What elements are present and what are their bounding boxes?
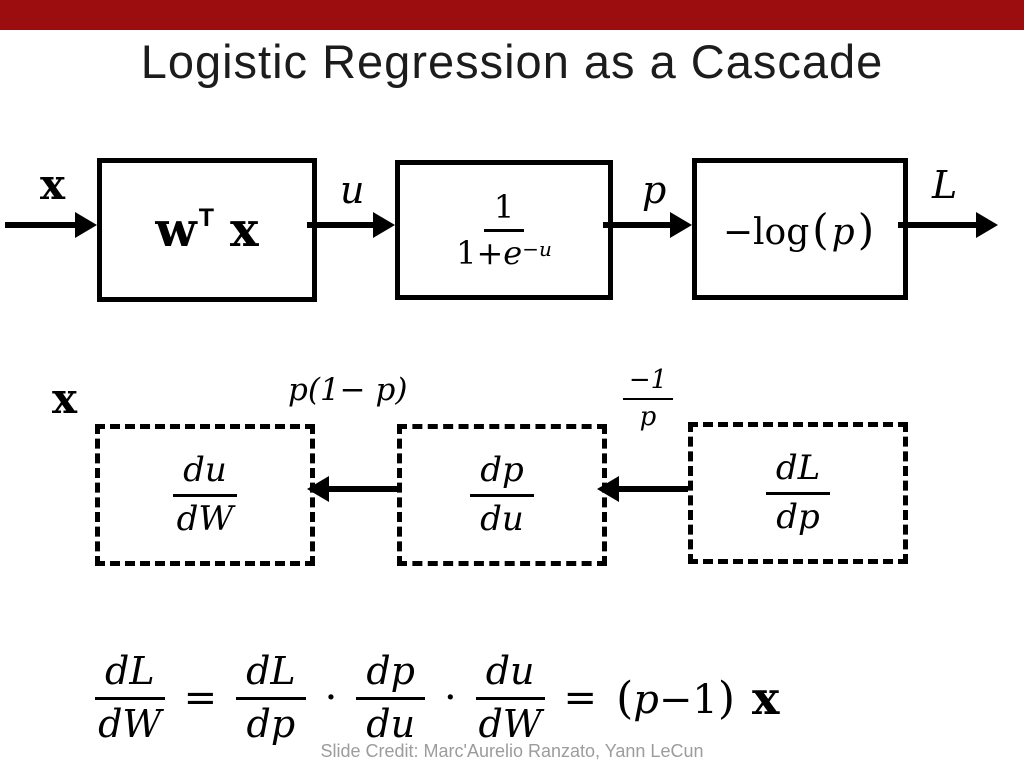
fraction-denominator: dp: [246, 701, 296, 746]
fraction-numerator: dL: [236, 649, 306, 700]
close-paren: ): [717, 672, 735, 724]
sigmoid-denominator: 1+e−u: [456, 232, 552, 272]
arrow-head-left: [597, 476, 619, 502]
arrow-head-left: [307, 476, 329, 502]
eq-term-dL-dp: dL dp: [236, 649, 306, 746]
dp-du-fraction: dp du: [470, 451, 534, 538]
eq-lhs-dL-dW: dL dW: [95, 649, 165, 746]
arrow-u: [307, 212, 395, 238]
arrow-head-right: [75, 212, 97, 238]
arrow-shaft: [898, 222, 976, 228]
var-p: p: [633, 676, 659, 723]
fraction-numerator: du: [475, 649, 545, 700]
eq-term-dp-du: dp du: [356, 649, 426, 746]
backward-box-dL-dp: dL dp: [688, 422, 908, 564]
arrow-p: [603, 212, 692, 238]
forward-box-sigmoid: 1 1+e−u: [395, 160, 613, 300]
u-label: u: [340, 168, 365, 212]
dot-operator: ·: [444, 675, 457, 722]
p-label: p: [642, 168, 667, 212]
arrow-shaft: [619, 486, 688, 492]
L-label: L: [932, 163, 958, 207]
fraction-denominator: du: [480, 498, 524, 539]
fraction-denominator: dW: [478, 701, 542, 746]
backward-arrow-to-du-dW: [307, 476, 397, 502]
exp-sup: −u: [522, 236, 552, 261]
top-accent-bar: [0, 0, 1024, 30]
backward-input-label: x: [52, 374, 78, 423]
fraction-numerator: dL: [95, 649, 165, 700]
fraction-denominator: du: [366, 701, 416, 746]
fraction-denominator: p: [639, 401, 657, 432]
forward-input-arrow: [5, 212, 97, 238]
fraction-denominator: dp: [776, 496, 820, 537]
equals-sign: =: [183, 675, 218, 722]
sigmoid-fraction: 1 1+e−u: [456, 188, 552, 272]
backward-box-dp-du: dp du: [397, 424, 607, 566]
minus-one: −1: [658, 676, 718, 723]
eq-term-du-dW: du dW: [475, 649, 545, 746]
arrow-head-right: [373, 212, 395, 238]
sigmoid-numerator: 1: [483, 188, 525, 232]
backward-arrow-to-dp-du: [597, 476, 688, 502]
neg1p-fraction: −1 p: [622, 365, 674, 433]
neg-log-text: −log: [722, 211, 810, 253]
arrow-shaft: [5, 222, 75, 228]
arrow-head-right: [976, 212, 998, 238]
var-e: e: [503, 233, 523, 272]
forward-output-arrow: [898, 212, 998, 238]
var-x: x: [229, 202, 259, 258]
arrow-head-right: [670, 212, 692, 238]
fraction-numerator: dp: [470, 451, 534, 497]
backward-box-du-dW: du dW: [95, 424, 315, 566]
fraction-numerator: −1: [622, 365, 674, 400]
chain-rule-equation: dL dW = dL dp · dp du · du dW = (p−1) x: [95, 649, 780, 746]
annotation-neg1-over-p: −1 p: [618, 365, 678, 433]
arrow-shaft: [307, 222, 373, 228]
equals-sign: =: [563, 675, 598, 722]
transpose-sup: T: [198, 204, 214, 232]
slide-credit: Slide Credit: Marc'Aurelio Ranzato, Yann…: [320, 741, 704, 761]
open-paren: (: [812, 204, 829, 254]
fraction-numerator: du: [173, 451, 237, 497]
dot-operator: ·: [324, 675, 338, 722]
eq-rhs: (p−1): [616, 673, 735, 724]
du-dW-fraction: du dW: [173, 451, 237, 538]
neg-log-expression: −log(p): [723, 205, 877, 254]
var-w: w: [155, 202, 197, 258]
arrow-shaft: [603, 222, 670, 228]
fraction-numerator: dL: [765, 449, 831, 495]
arrow-shaft: [329, 486, 397, 492]
eq-rhs-x: x: [751, 671, 780, 726]
fraction-denominator: dW: [98, 701, 162, 746]
close-paren: ): [857, 204, 875, 254]
forward-input-label: x: [40, 160, 66, 209]
slide-title: Logistic Regression as a Cascade: [140, 35, 884, 88]
fraction-numerator: dp: [356, 649, 426, 700]
open-paren: (: [616, 672, 634, 724]
den-pre: 1+: [456, 233, 504, 272]
annotation-p-times-1-minus-p: p(1− p): [288, 372, 408, 408]
fraction-denominator: dW: [176, 498, 234, 539]
var-p: p: [831, 211, 855, 253]
forward-box-loss: −log(p): [692, 158, 908, 300]
dL-dp-fraction: dL dp: [765, 449, 831, 537]
